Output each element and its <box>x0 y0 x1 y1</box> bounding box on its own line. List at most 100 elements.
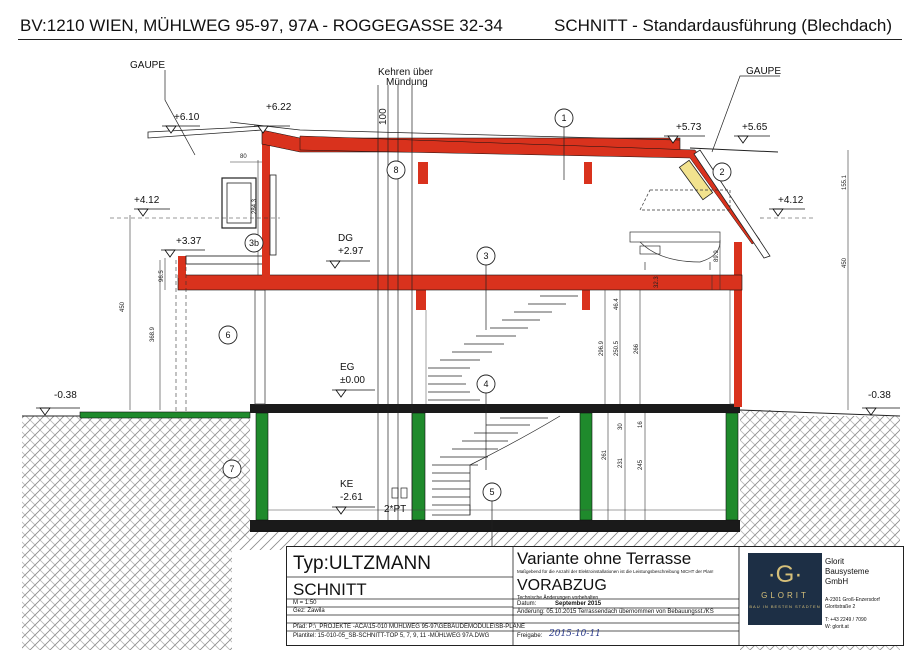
level-622: +6.22 <box>266 102 292 113</box>
room-7: 7 <box>229 464 234 474</box>
room-numbers: 1 2 3 3b 4 5 6 7 8 <box>225 113 724 497</box>
bathroom-fixtures <box>629 189 731 270</box>
level-610: +6.10 <box>174 112 200 123</box>
basement <box>250 404 740 532</box>
glorit-logo: ·G· GLORIT BAU IN BESTEN STÄDTEN <box>748 553 822 625</box>
label-kehren: Kehren über <box>378 67 434 78</box>
variant-note: Maßgebend für die Anzahl der Elektroinst… <box>517 569 714 574</box>
company-address: A-2301 Groß-Enzersdorf Gloritstraße 2 <box>825 597 880 611</box>
preliminary-title: VORABZUG <box>517 577 607 594</box>
variant-title: Variante ohne Terrasse <box>517 549 692 568</box>
room-1: 1 <box>561 113 566 123</box>
company-line-3: GmbH <box>825 577 849 586</box>
room-6: 6 <box>225 330 230 340</box>
level-565: +5.65 <box>742 122 768 133</box>
level-412-left: +4.12 <box>134 195 160 206</box>
dim-3233: 32.3 <box>654 276 660 288</box>
label-gaupe-left: GAUPE <box>130 60 165 71</box>
level-261: -2.61 <box>340 492 363 503</box>
dim-3689: 368.9 <box>150 326 156 342</box>
level-573: +5.73 <box>676 122 702 133</box>
level-038-left: -0.38 <box>54 390 77 401</box>
company-name: Glorit Bausysteme GmbH <box>825 557 869 587</box>
contact-phone: T: +43 2249 / 7090 <box>825 617 867 623</box>
dimension-texts: 80 284.3 96.5 450 368.9 100 155.1 450 89… <box>120 108 848 470</box>
label-eg: EG <box>340 362 355 373</box>
file-path: Pfad: P:\_PROJEKTE -ACA\15-010 MÜHLWEG 9… <box>293 624 525 630</box>
level-412-right: +4.12 <box>778 195 804 206</box>
dim-899: 89.9 <box>714 250 720 262</box>
dim-16: 16 <box>638 421 644 428</box>
dim-464: 46.4 <box>614 298 620 310</box>
room-3: 3 <box>483 251 488 261</box>
label-ke: KE <box>340 479 354 490</box>
level-038-right: -0.38 <box>868 390 891 401</box>
dormer-window <box>221 174 277 256</box>
ground-stair <box>428 295 578 401</box>
dim-30: 30 <box>618 423 624 430</box>
dim-2505: 250.5 <box>614 340 620 356</box>
dim-1551: 155.1 <box>842 174 848 190</box>
label-muendung: Mündung <box>386 77 428 88</box>
room-5: 5 <box>489 487 494 497</box>
sheet-type: SCHNITT <box>293 580 367 599</box>
level-000: ±0.00 <box>340 375 365 386</box>
preliminary-note: Technische Änderungen vorbehalten <box>517 595 599 601</box>
dim-100: 100 <box>378 108 389 125</box>
basement-stair <box>432 415 561 516</box>
company-contact: T: +43 2249 / 7090 W: glorit.at <box>825 617 867 631</box>
dimension-lines <box>129 150 849 520</box>
date-label: Datum: <box>517 601 537 607</box>
roof <box>147 121 779 259</box>
dim-2843: 284.3 <box>252 198 258 214</box>
dim-450-right: 450 <box>842 257 848 268</box>
leader-lines <box>164 70 780 550</box>
room-markers <box>218 108 732 502</box>
ground-floor <box>254 242 742 407</box>
room-8: 8 <box>393 165 398 175</box>
project-title: BV:1210 WIEN, MÜHLWEG 95-97, 97A - ROGGE… <box>20 16 503 35</box>
logo-glyph: ·G· <box>767 561 803 588</box>
plan-title: Plantitel: 15-010-05_SB-SCHNITT-TOP 5, 7… <box>293 633 490 639</box>
change-note: Änderung: 05.10.2015 Terrassendach übern… <box>517 609 714 615</box>
dim-231: 231 <box>618 457 624 468</box>
label-dg: DG <box>338 233 353 244</box>
company-line-2: Bausysteme <box>825 567 870 576</box>
level-337: +3.37 <box>176 236 202 247</box>
date-value: September 2015 <box>555 601 602 607</box>
level-297: +2.97 <box>338 246 364 257</box>
approval-signature: 2015-10-11 <box>549 629 601 639</box>
label-gaupe-right: GAUPE <box>746 66 781 77</box>
address-line-1: A-2301 Groß-Enzersdorf <box>825 597 880 603</box>
dim-965: 96.5 <box>159 270 165 282</box>
reference-lines <box>110 217 815 412</box>
chimney <box>377 85 413 520</box>
logo-tagline: BAU IN BESTEN STÄDTEN <box>749 604 821 609</box>
title-block-grid <box>287 547 740 645</box>
level-marker-lines <box>36 125 900 508</box>
sheet-header: BV:1210 WIEN, MÜHLWEG 95-97, 97A - ROGGE… <box>0 0 920 44</box>
logo-name: GLORIT <box>761 591 809 600</box>
contact-web: W: glorit.at <box>825 624 849 630</box>
room-4: 4 <box>483 379 488 389</box>
section-title: SCHNITT - Standardausführung (Blechdach) <box>554 16 892 35</box>
approval-label: Freigabe: <box>517 633 543 639</box>
upper-slab <box>177 140 743 291</box>
header-rule <box>18 39 902 40</box>
company-line-1: Glorit <box>825 557 845 566</box>
terrace-slab <box>79 411 251 419</box>
type-name: Typ:ULTZMANN <box>293 553 431 574</box>
label-pt: 2*PT <box>384 504 406 515</box>
address-line-2: Gloritstraße 2 <box>825 604 856 610</box>
dim-266: 266 <box>634 343 640 354</box>
room-3b: 3b <box>249 238 259 248</box>
drawing-labels: GAUPE GAUPE Kehren über Mündung +6.10 +6… <box>54 60 891 515</box>
dim-245: 245 <box>638 459 644 470</box>
dim-261: 261 <box>602 449 608 460</box>
room-2: 2 <box>719 167 724 177</box>
scale: M = 1:50 <box>293 600 317 606</box>
dim-450-left: 450 <box>120 301 126 312</box>
drawn-by: Gez: Zawila <box>293 608 325 614</box>
dim-80: 80 <box>240 154 247 160</box>
dim-2969: 296.9 <box>599 340 605 356</box>
